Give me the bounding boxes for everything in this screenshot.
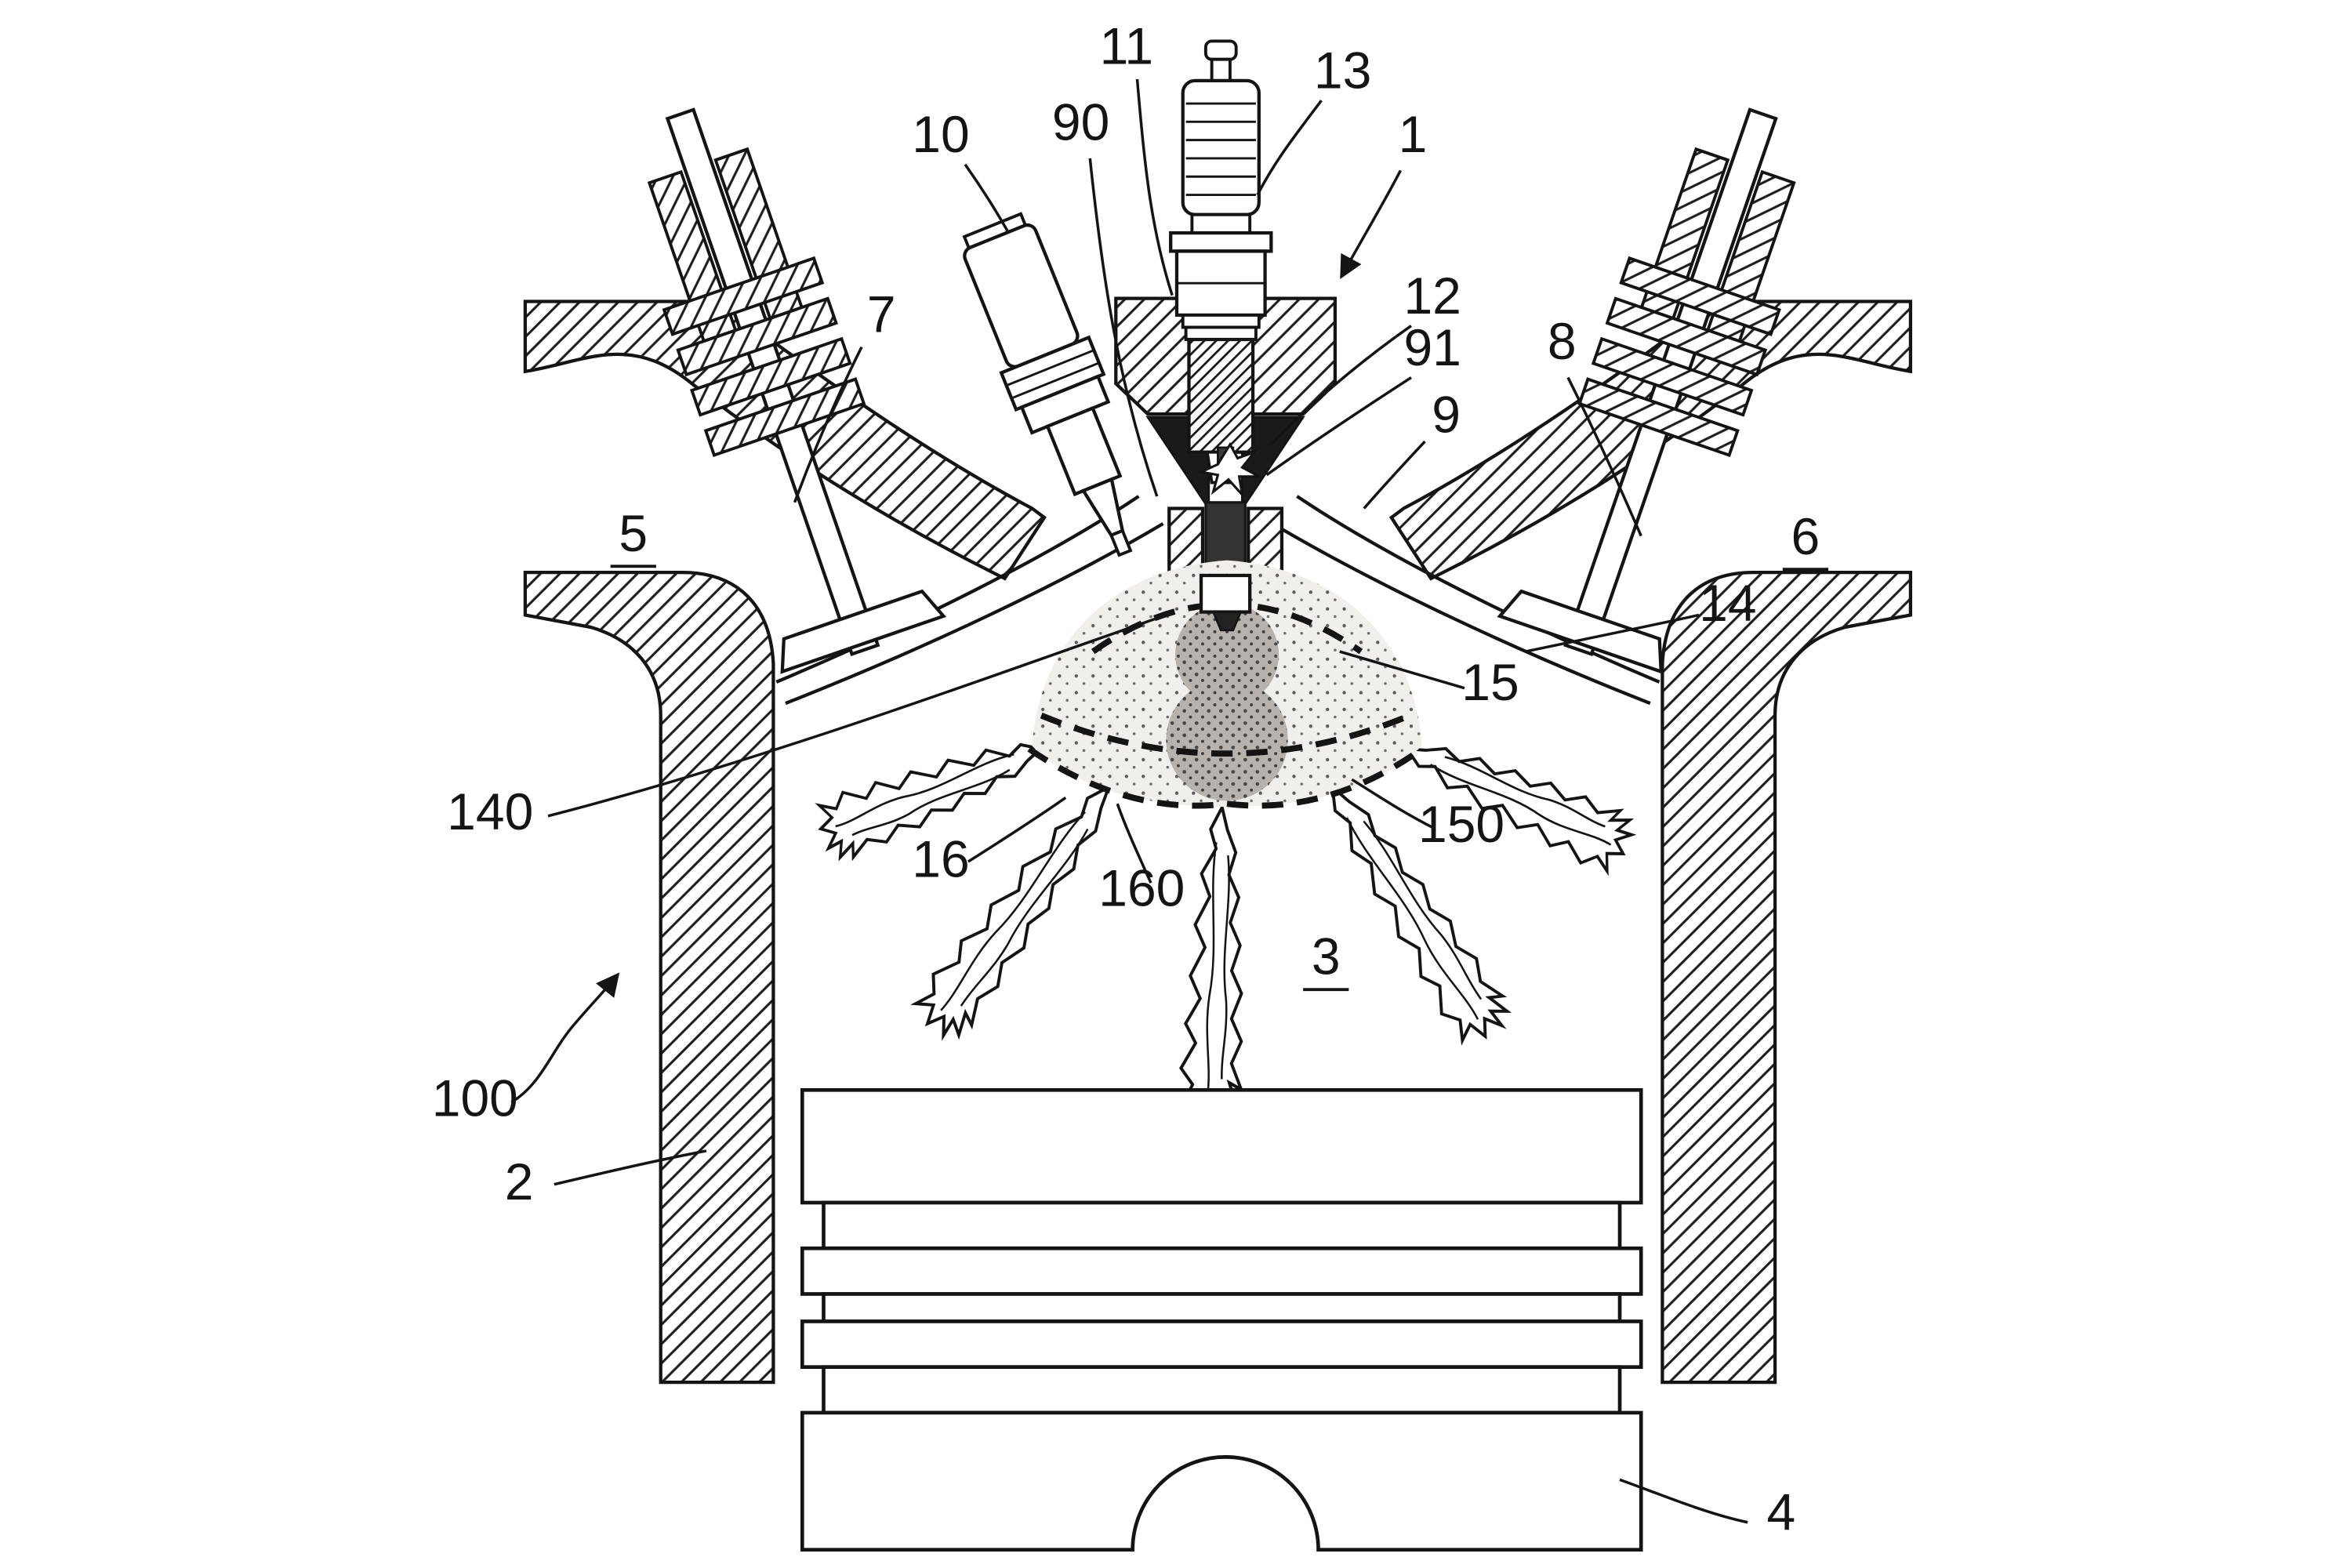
valve-head-left (780, 589, 947, 674)
roof-line-right-outer (1296, 495, 1661, 684)
leader-1 (1340, 169, 1402, 280)
label-14: 14 (1699, 574, 1756, 632)
reference-labels: 11 13 10 90 1 12 91 9 8 7 5 6 14 15 140 … (432, 17, 1829, 1541)
cylinder-wall-right-shape (1661, 570, 1913, 1385)
label-13: 13 (1314, 42, 1371, 100)
label-12: 12 (1403, 267, 1461, 325)
piston (800, 1087, 1643, 1552)
spray-plume-center (1179, 806, 1250, 1115)
spark-plug-shoulder (1190, 212, 1252, 235)
label-16: 16 (912, 829, 969, 887)
label-15: 15 (1461, 653, 1519, 711)
mixture-cloud (1027, 560, 1424, 809)
valve-spring-stack-right (1577, 256, 1781, 458)
label-90: 90 (1052, 93, 1109, 151)
label-6: 6 (1791, 507, 1820, 565)
label-160: 160 (1098, 858, 1185, 916)
leader-11 (1135, 78, 1174, 296)
leader-7 (793, 346, 863, 503)
leader-15 (1339, 650, 1465, 690)
leader-14 (1525, 613, 1700, 653)
spark-plug-terminal (1203, 39, 1238, 61)
nozzle-housing (1199, 573, 1252, 614)
leader-140 (547, 613, 1167, 818)
cylinder-head-mount (1114, 296, 1338, 513)
leader-90 (1088, 158, 1159, 497)
cylinder-wall-right (1661, 570, 1913, 1385)
spark-plug (1169, 39, 1273, 485)
leader-13 (1256, 100, 1323, 196)
leader-12 (1270, 325, 1413, 446)
leader-2 (554, 1149, 707, 1186)
leader-150 (1351, 778, 1435, 829)
spark-plug-gasket-a (1181, 314, 1261, 329)
piston-ring-1 (800, 1246, 1643, 1296)
spark-plug-terminal-stem (1210, 57, 1232, 82)
spark-plug-flange (1169, 230, 1273, 253)
leader-4 (1619, 1478, 1748, 1524)
intake-valve-left (647, 107, 947, 674)
exhaust-valve-right (1497, 107, 1796, 674)
nozzle-tip (1211, 611, 1243, 632)
label-140: 140 (447, 782, 533, 840)
leader-91 (1265, 376, 1412, 477)
spark-plug-threads (1187, 337, 1255, 454)
leader-lines (510, 78, 1748, 1524)
label-9: 9 (1432, 385, 1461, 443)
leader-9 (1363, 440, 1426, 510)
valve-head-right (1497, 589, 1664, 674)
rich-zone-upper (1175, 602, 1279, 706)
piston-ring-2 (800, 1319, 1643, 1370)
piston-land-2 (822, 1292, 1622, 1323)
label-5: 5 (619, 504, 648, 562)
sensor-tip-end (1109, 528, 1133, 557)
cylinder-wall-left (523, 570, 775, 1385)
label-3: 3 (1312, 927, 1341, 985)
label-91: 91 (1403, 318, 1461, 376)
label-150: 150 (1418, 795, 1504, 853)
piston-skirt (800, 1410, 1643, 1552)
label-2: 2 (505, 1152, 534, 1210)
label-7: 7 (867, 285, 896, 343)
piston-land-3 (822, 1365, 1622, 1415)
roof-line-right-inner (1272, 522, 1651, 706)
leader-10 (964, 163, 1009, 233)
valve-spring-stack-left (662, 256, 866, 458)
leader-16 (967, 797, 1067, 863)
leader-8 (1566, 376, 1642, 537)
piston-land-1 (822, 1200, 1622, 1250)
spark-kernel (1196, 441, 1260, 499)
leader-100 (510, 972, 620, 1104)
label-1: 1 (1399, 105, 1428, 163)
piston-crown (800, 1087, 1643, 1205)
label-11: 11 (1100, 17, 1154, 75)
sensor-injector (962, 212, 1133, 557)
roof-line-left-outer (775, 495, 1140, 684)
label-8: 8 (1548, 312, 1577, 370)
label-100: 100 (432, 1069, 518, 1127)
spark-plug-gasket-b (1184, 325, 1258, 341)
sensor-tip (1080, 477, 1125, 538)
label-4: 4 (1766, 1483, 1795, 1541)
spark-plug-insulator-ribs (1185, 102, 1256, 196)
rich-zone-lower (1166, 679, 1288, 801)
cylinder-wall-left-shape (523, 570, 775, 1385)
label-10: 10 (912, 105, 969, 163)
leader-160 (1116, 803, 1152, 884)
